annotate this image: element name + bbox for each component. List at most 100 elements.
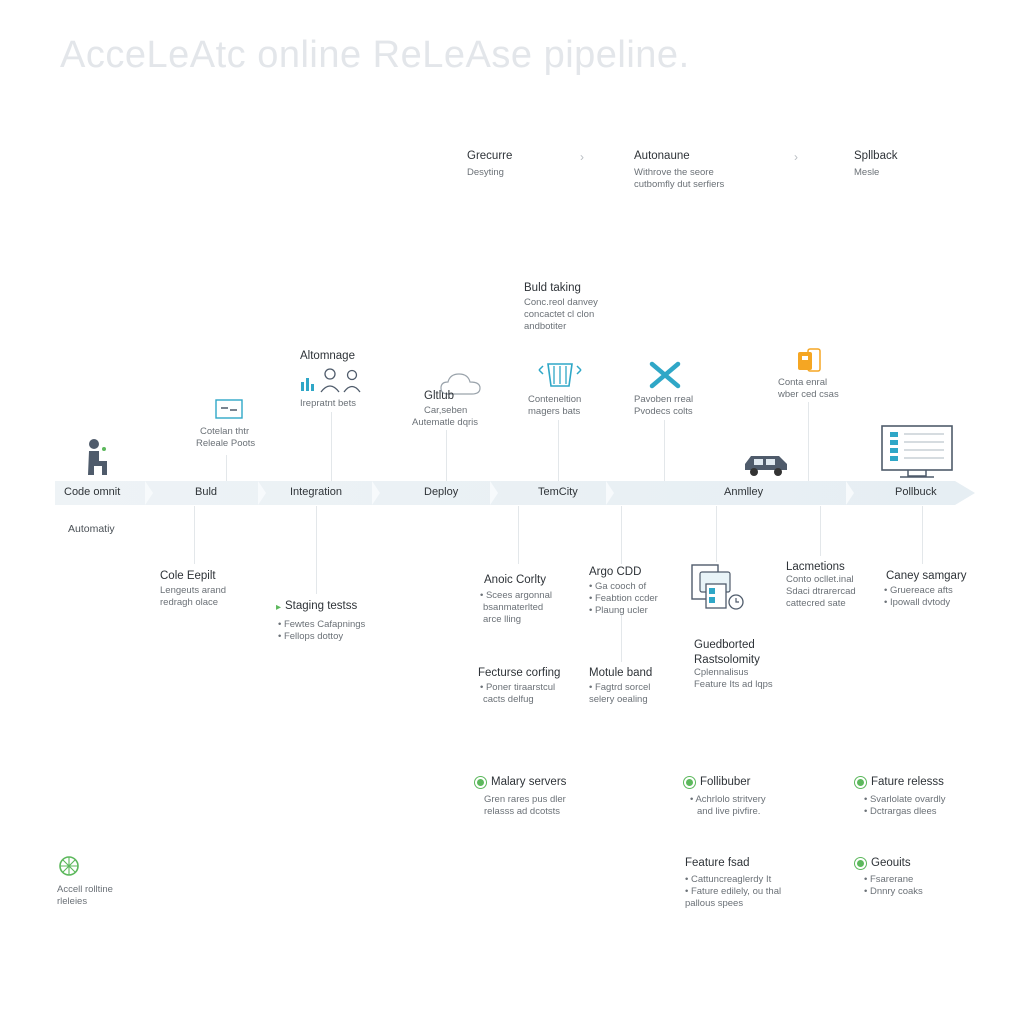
timeline-band [55, 481, 955, 505]
check-icon [855, 858, 866, 869]
automation-label: Automatiy [68, 523, 115, 535]
stage-label: Integration [290, 486, 342, 498]
top-stage-title: Spllback [854, 150, 898, 162]
stage-label: Anmlley [724, 486, 764, 498]
monitor-icon [881, 425, 953, 478]
chevron-right-icon: › [580, 150, 584, 164]
lower-item-sub: redragh olace [160, 597, 219, 608]
container-icon [538, 363, 582, 387]
lower-item-sub: • Fagtrd sorcel [589, 682, 651, 693]
container-sub: Conteneltion [528, 394, 582, 405]
build-taking-sub: andbotiter [524, 321, 567, 332]
bottom-item-title: Malary servers [491, 776, 567, 788]
lower-item-title: Argo CDD [589, 566, 642, 578]
bottom-item-sub: • Achrlolo stritvery [690, 794, 766, 805]
lower-item-sub: • Ga cooch of [589, 581, 647, 592]
container-sub: magers bats [528, 406, 581, 417]
stage-label: Deploy [424, 486, 459, 498]
pavoben-sub: Pavoben rreal [634, 394, 694, 405]
bottom-item-sub: • Fature edilely, ou thal [685, 886, 782, 897]
top-stage-sub: Mesle [854, 167, 880, 178]
lower-item-title: Anoic Corlty [484, 574, 546, 586]
lower-item-sub: • Gruereace afts [884, 585, 953, 596]
documents-clock-icon [691, 564, 744, 610]
lower-item-sub: • Ipowall dvtody [884, 597, 951, 608]
lower-item-sub: • Fellops dottoy [278, 631, 344, 642]
check-icon [684, 777, 695, 788]
connector-line [316, 506, 317, 594]
bottom-item-sub: • Svarlolate ovardly [864, 794, 946, 805]
lower-item-title: Motule band [589, 667, 653, 679]
lower-item-sub: • Scees argonnal [480, 590, 552, 601]
automnage-title: Altomnage [300, 350, 355, 362]
lower-item-sub: bsanmaterlted [483, 602, 544, 613]
lower-item-title: Staging testss [285, 600, 358, 612]
github-sub: Autematle dqris [412, 417, 479, 428]
bottom-item-title: Follibuber [700, 776, 751, 788]
build-taking-sub: Conc.reol danvey [524, 297, 598, 308]
arrow-icon: ▸ [276, 602, 282, 613]
lower-item-title: Guedborted Rastsolomity [694, 639, 760, 666]
bottom-item-sub: • Fsarerane [864, 874, 914, 885]
lower-item-sub: • Plaung ucler [589, 605, 648, 616]
top-stage-title: Grecurre [467, 150, 513, 162]
bottom-item-sub: and live pivfire. [697, 806, 761, 817]
connector-line [621, 614, 622, 662]
connector-line [808, 402, 809, 481]
release-pools-sub: Cotelan thtr [200, 426, 250, 437]
top-stage-title: Autonaune [634, 150, 690, 162]
lower-item-title: Cole Eepilt [160, 570, 216, 582]
lower-item-sub: Feature Its ad lqps [694, 679, 773, 690]
bottom-item-sub: pallous spees [685, 898, 744, 909]
footer-sub: rleleies [57, 896, 88, 907]
lower-item-sub: Cplennalisus [694, 667, 749, 678]
pavoben-sub: Pvodecs colts [634, 406, 693, 417]
lower-item-sub: Sdaci dtrarercad [786, 586, 856, 597]
connector-line [716, 506, 717, 562]
lower-item-sub: selery oealing [589, 694, 648, 705]
vehicle-icon [745, 456, 787, 476]
tools-icon [649, 361, 681, 389]
lower-item-sub: • Feabtion ccder [589, 593, 658, 604]
lower-item-title: Fecturse corfing [478, 667, 561, 679]
team-icon [301, 368, 361, 393]
bottom-item-sub: Gren rares pus dler [484, 794, 566, 805]
bottom-item-sub: • Cattuncreaglerdy It [685, 874, 772, 885]
lower-item-sub: Conto ocllet.inal [786, 574, 854, 585]
connector-line [820, 506, 821, 556]
stage-label: Buld [195, 486, 218, 498]
timeline-divider [145, 481, 153, 505]
conta-sub: wber ced csas [778, 389, 839, 400]
check-icon [475, 777, 486, 788]
globe-icon [59, 856, 79, 876]
timeline-divider [372, 481, 380, 505]
lower-item-sub: Lengeuts arand [160, 585, 227, 596]
chevron-right-icon: › [794, 150, 798, 164]
bottom-item-title: Fature relesss [871, 776, 944, 788]
connector-line [922, 506, 923, 564]
top-stage-sub: cutbomfly dut serfiers [634, 179, 725, 190]
cloud-icon [440, 373, 481, 395]
lower-item-title: Caney samgary [886, 570, 967, 582]
lower-item-sub: • Fewtes Cafapnings [278, 619, 366, 630]
connector-line [331, 412, 332, 481]
top-stage-sub: Desyting [467, 167, 504, 178]
timeline-divider [490, 481, 498, 505]
bottom-item-sub: relasss ad dcotsts [484, 806, 561, 817]
bottom-item-title: Geouits [871, 857, 911, 869]
footer-sub: Accell rolltine [57, 884, 113, 895]
connector-line [558, 420, 559, 481]
bottom-item-sub: • Dnnry coaks [864, 886, 923, 897]
github-title: Gltlub [424, 390, 455, 402]
connector-line [621, 506, 622, 564]
build-taking-title: Buld taking [524, 282, 581, 294]
connector-line [194, 506, 195, 564]
stage-label: Pollbuck [895, 486, 937, 498]
page-title: AcceLeAtc online ReLeAse pipeline. [60, 34, 690, 76]
developer-icon [88, 439, 107, 475]
timeline-divider [606, 481, 614, 505]
database-icon [798, 348, 821, 372]
lower-item-sub: cacts delfug [483, 694, 534, 705]
lower-item-sub: cattecred sate [786, 598, 846, 609]
check-icon [855, 777, 866, 788]
